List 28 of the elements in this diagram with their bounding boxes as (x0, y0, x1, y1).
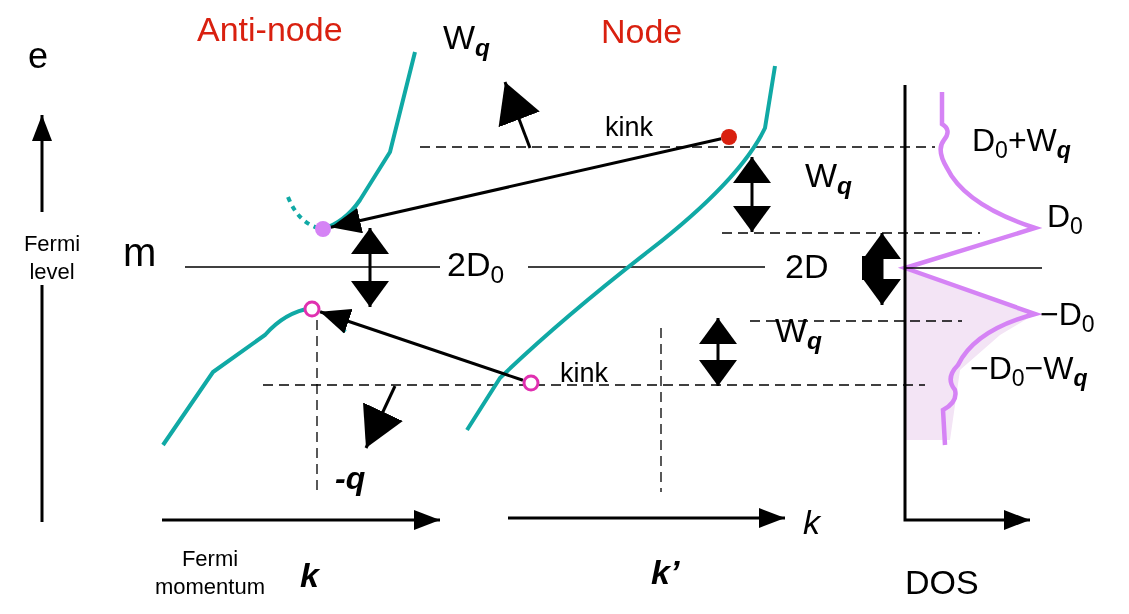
energy-label: D$_{0}$ (1047, 200, 1083, 238)
energy-label: W$_{q}$ (443, 20, 491, 61)
kink-label: kink (560, 360, 608, 387)
momentum-label: k’ (651, 555, 680, 589)
open-circle-marker (303, 300, 321, 318)
scattering-arrow (319, 309, 524, 382)
axis-label: e (28, 38, 49, 74)
open-circle-marker (522, 374, 540, 392)
kink-label: kink (605, 114, 653, 141)
energy-label: −D$_{0}$−W$_{q}$ (970, 352, 1088, 390)
chemical-potential-label: m (123, 232, 157, 272)
kink-dot (721, 129, 737, 145)
region-label: Anti-node (197, 12, 343, 46)
energy-label: W$_{q}$ (805, 158, 853, 199)
energy-label: D$_{0}$+W$_{q}$ (972, 124, 1071, 162)
gap-label: 2D$_{0}$ (447, 247, 505, 288)
axis-label: Fermi momentum (153, 545, 266, 600)
axis-label: k (803, 505, 820, 539)
state-dot (315, 221, 331, 237)
scattering-arrow (330, 137, 722, 234)
axis-label: Fermi level (22, 230, 82, 285)
axis-label: DOS (905, 565, 979, 599)
momentum-label: -q (335, 462, 366, 494)
energy-label: −D$_{0}$ (1040, 298, 1095, 336)
gap-label: 2D (785, 249, 829, 283)
region-label: Node (601, 14, 683, 48)
momentum-label: k (300, 558, 319, 592)
energy-label: W$_{q}$ (775, 313, 823, 354)
